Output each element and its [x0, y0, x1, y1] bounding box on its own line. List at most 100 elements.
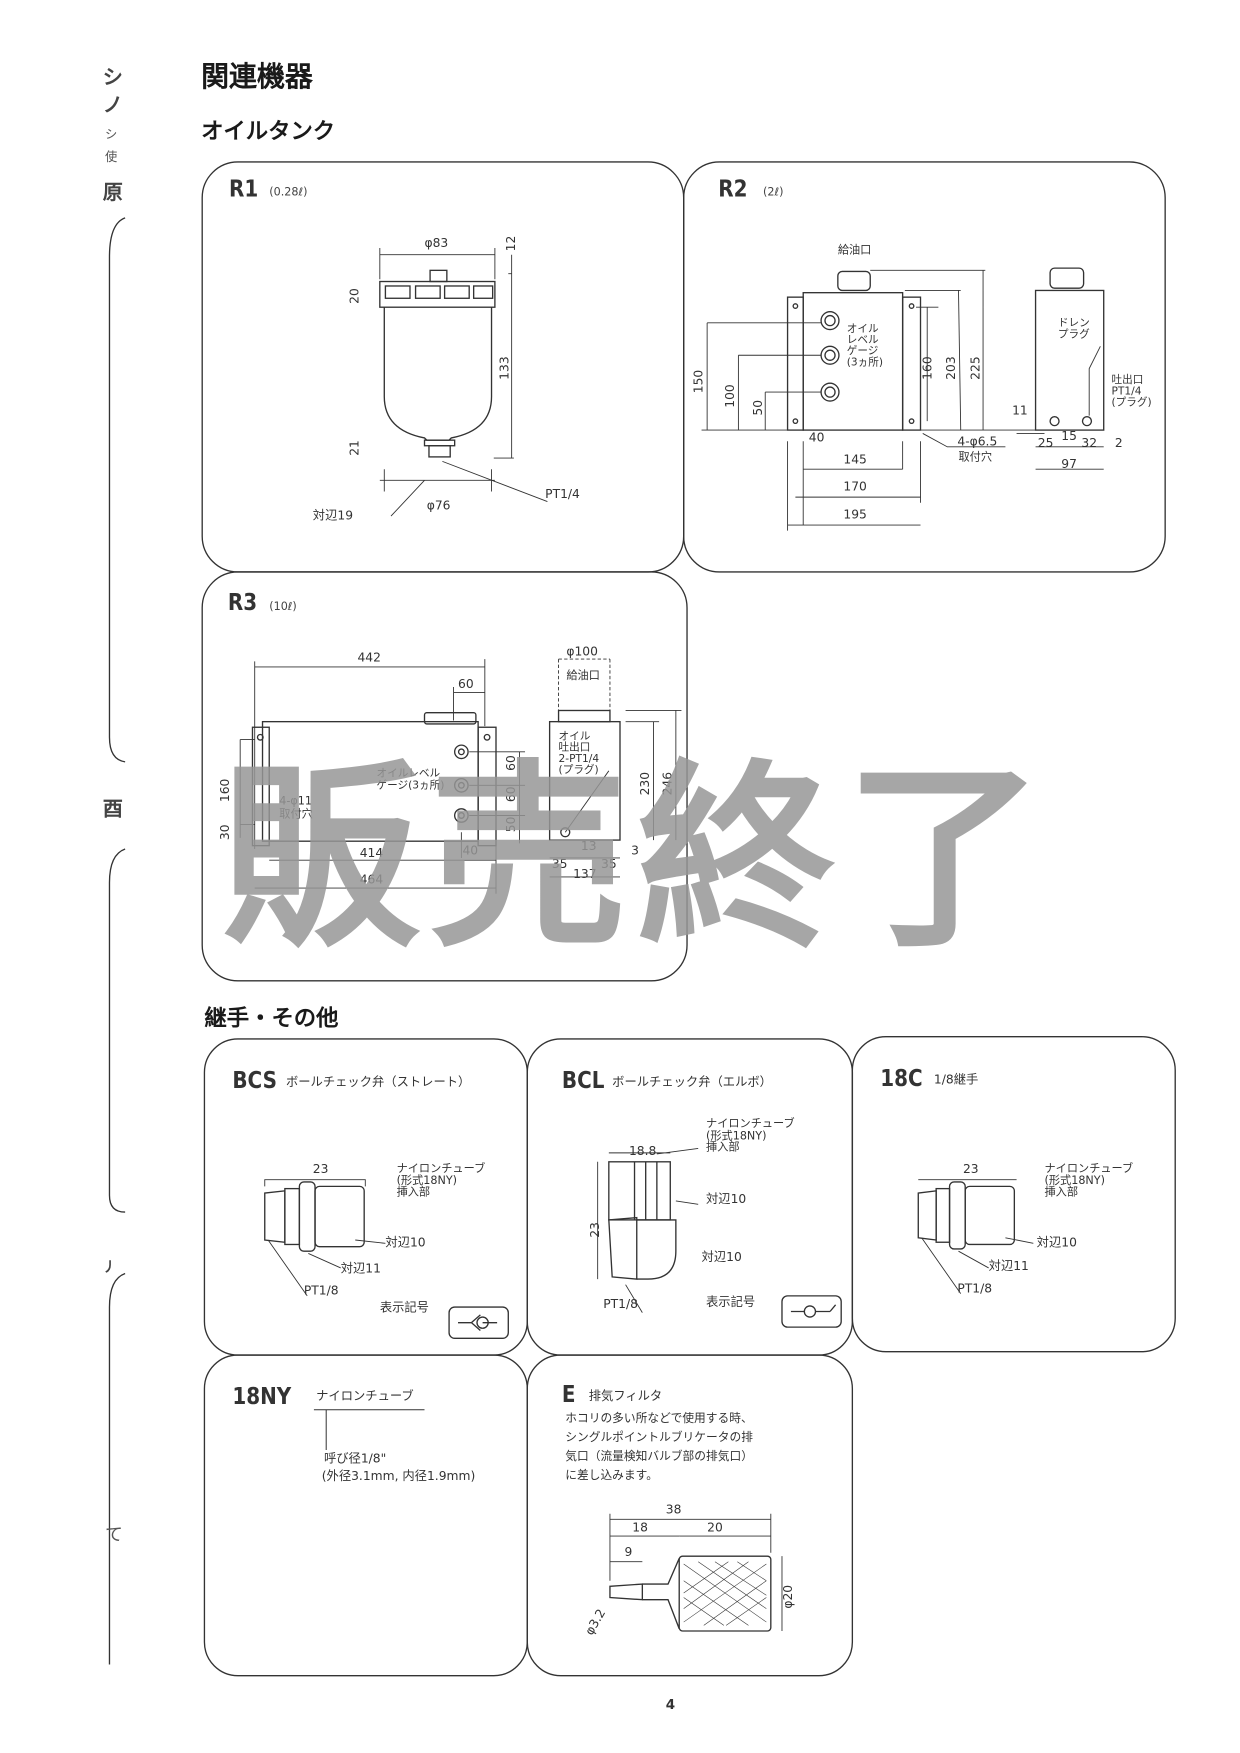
r2-capacity: (2ℓ) — [762, 186, 784, 199]
r3-gauge-label: オイルレベル ゲージ(3ヵ所) — [376, 767, 445, 792]
panel-18c — [851, 1036, 1176, 1353]
bcl-symbol-label: 表示記号 — [706, 1294, 756, 1310]
dim-label: 対辺11 — [988, 1258, 1029, 1274]
dim-label: 50 — [750, 399, 766, 416]
dim-label: 対辺11 — [340, 1261, 381, 1276]
margin-frame — [108, 1272, 126, 1665]
margin-frame — [108, 217, 126, 763]
dim-label: 12 — [503, 235, 519, 252]
dim-label: 3 — [631, 843, 639, 858]
dim-label: 2 — [1114, 435, 1123, 451]
r1-model: R1 — [229, 175, 259, 203]
18ny-leader-line — [313, 1409, 425, 1451]
18c-tube-label: ナイロンチューブ (形式18NY) 挿入部 — [1044, 1162, 1134, 1199]
discontinued-watermark: 販売終了 — [221, 742, 1053, 975]
r2-gauge-label: オイル レベル ゲージ (3ヵ所) — [846, 322, 884, 369]
bcs-tube-label: ナイロンチューブ (形式18NY) 挿入部 — [396, 1162, 486, 1199]
r2-drain-label: ドレン プラグ — [1057, 317, 1090, 341]
18ny-model: 18NY — [232, 1382, 292, 1410]
panel-r2 — [683, 161, 1166, 573]
dim-label: 40 — [462, 843, 479, 858]
dim-label: 35 — [601, 856, 617, 872]
dim-label: 60 — [458, 676, 474, 692]
18c-name: 1/8継手 — [933, 1072, 979, 1087]
dim-label: 40 — [808, 430, 825, 445]
page-title: 関連機器 — [201, 60, 313, 93]
dim-label: 133 — [497, 356, 512, 380]
r3-tank-drawing — [239, 658, 682, 894]
dim-label: 203 — [943, 356, 959, 380]
margin-frame — [108, 848, 126, 1213]
margin-char: シ — [102, 65, 123, 90]
dim-label: 15 — [1061, 428, 1077, 444]
r2-fill-port-label: 給油口 — [837, 244, 872, 257]
r3-model: R3 — [227, 588, 258, 616]
r2-holes-sub: 取付穴 — [958, 451, 993, 464]
dim-label: 150 — [691, 369, 707, 394]
dim-label: 97 — [1061, 456, 1077, 472]
panel-e — [526, 1354, 854, 1677]
margin-char: て — [105, 1523, 123, 1545]
dim-label: 対辺10 — [1036, 1235, 1077, 1251]
dim-label: 対辺10 — [706, 1191, 747, 1207]
dim-label: 464 — [359, 872, 384, 887]
dim-label: φ100 — [566, 644, 598, 660]
dim-label: 100 — [722, 384, 738, 408]
bcl-tube-label: ナイロンチューブ (形式18NY) 挿入部 — [706, 1118, 795, 1154]
margin-char: ノ — [102, 93, 123, 118]
margin-char: シ — [105, 127, 118, 142]
bcl-name: ボールチェック弁（エルボ） — [612, 1074, 772, 1090]
dim-label: 21 — [347, 440, 362, 456]
bcs-fitting-drawing — [264, 1179, 509, 1339]
margin-char: 丿 — [102, 1258, 117, 1275]
e-model: E — [561, 1380, 576, 1408]
dim-label: φ76 — [426, 498, 451, 513]
dim-label: 145 — [843, 452, 867, 467]
dim-label: 18.8 — [628, 1143, 657, 1159]
r1-capacity: (0.28ℓ) — [269, 186, 308, 199]
e-filter-drawing — [609, 1513, 783, 1632]
18ny-spec: (外径3.1mm, 内径1.9mm) — [321, 1469, 476, 1484]
bcs-model: BCS — [232, 1066, 277, 1094]
dim-label: φ20 — [780, 1584, 796, 1609]
dim-label: 23 — [312, 1161, 329, 1177]
r2-holes-label: 4-φ6.5 — [957, 434, 998, 450]
dim-label: 38 — [665, 1502, 682, 1518]
dim-label: 20 — [347, 288, 362, 304]
dim-label: 32 — [1081, 435, 1098, 451]
dim-label: 414 — [359, 845, 384, 861]
r3-holes-label: 4-φ11 取付穴 — [279, 795, 313, 821]
dim-label: φ83 — [424, 235, 449, 251]
bcs-symbol-label: 表示記号 — [379, 1300, 429, 1315]
e-name: 排気フィルタ — [588, 1388, 663, 1404]
r2-outlet-label: 吐出口 PT1/4 (プラグ) — [1111, 374, 1152, 409]
dim-label: PT1/8 — [303, 1283, 339, 1299]
bcl-fitting-drawing — [597, 1147, 842, 1328]
dim-label: 170 — [843, 479, 867, 494]
bcl-model: BCL — [561, 1066, 605, 1094]
dim-label: PT1/4 — [545, 487, 580, 502]
r2-model: R2 — [718, 175, 748, 203]
section-fittings: 継手・その他 — [204, 1004, 339, 1032]
r3-outlet-label: オイル 吐出口 2-PT1/4 (プラグ) — [558, 730, 600, 777]
dim-label: PT1/8 — [603, 1296, 638, 1312]
dim-label: 9 — [624, 1544, 633, 1560]
e-description: ホコリの多い所などで使用する時、 シングルポイントルブリケータの排 気口（流量検… — [565, 1412, 753, 1483]
r1-tank-drawing — [379, 248, 548, 517]
dim-label: 18 — [632, 1520, 648, 1535]
18c-model: 18C — [880, 1064, 923, 1092]
r3-fill-port-label: 給油口 — [566, 670, 600, 683]
margin-char: 酉 — [102, 797, 123, 822]
dim-label: 137 — [573, 866, 597, 882]
margin-char: 使 — [105, 149, 118, 165]
dim-label: 225 — [968, 356, 984, 380]
dim-label: 160 — [920, 356, 936, 380]
page-number: 4 — [665, 1696, 676, 1713]
section-oil-tank: オイルタンク — [201, 117, 336, 145]
margin-char: 原 — [102, 180, 123, 205]
panel-r3 — [201, 571, 688, 982]
r2-tank-drawing — [701, 267, 1105, 531]
dim-label: 195 — [843, 507, 867, 522]
